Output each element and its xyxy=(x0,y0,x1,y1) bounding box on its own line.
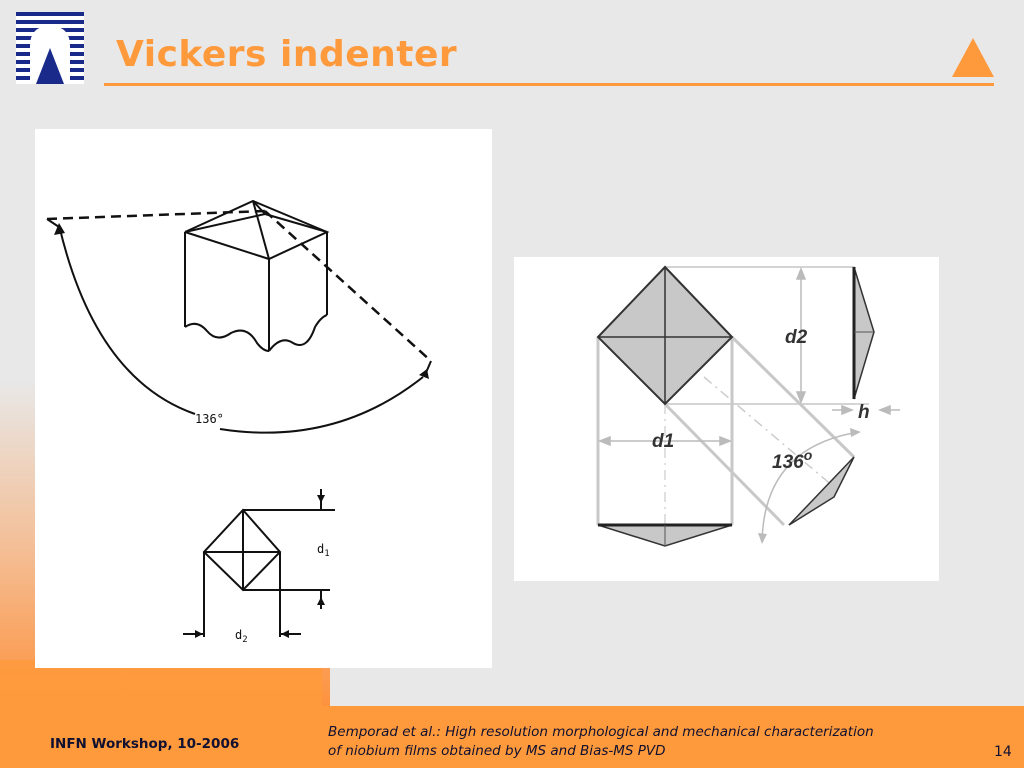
title-underline xyxy=(104,83,994,86)
angle-label-136-right: 136o xyxy=(772,447,813,473)
d1-label-right: d1 xyxy=(652,431,674,452)
page-number: 14 xyxy=(994,744,1012,760)
h-label-right: h xyxy=(858,402,870,423)
d1-label-left: d1 xyxy=(317,542,330,559)
citation-line2: of niobium films obtained by MS and Bias… xyxy=(328,743,666,759)
d2-label-right: d2 xyxy=(785,327,808,348)
citation-line1: High resolution morphological and mechan… xyxy=(440,724,874,740)
footer-event-label: INFN Workshop, 10-2006 xyxy=(50,736,240,752)
institution-logo-icon xyxy=(16,12,84,84)
vickers-pyramid-drawing: 136° d1 d2 xyxy=(46,199,432,645)
footer-citation: Bemporad et al.: High resolution morphol… xyxy=(328,723,968,761)
angle-label-136-left: 136° xyxy=(195,412,224,426)
figure-left-panel: 136° d1 d2 xyxy=(35,129,492,668)
footer-band xyxy=(0,706,1024,768)
footer-band-left xyxy=(0,660,322,710)
d2-label-left: d2 xyxy=(235,628,248,645)
figure-right-panel: d2 d1 h 136o xyxy=(514,257,939,581)
vickers-projection-drawing: d2 d1 h 136o xyxy=(596,265,900,547)
corner-triangle-icon xyxy=(952,38,994,77)
slide-title: Vickers indenter xyxy=(116,34,458,75)
citation-authors: Bemporad et al.: xyxy=(328,724,441,740)
